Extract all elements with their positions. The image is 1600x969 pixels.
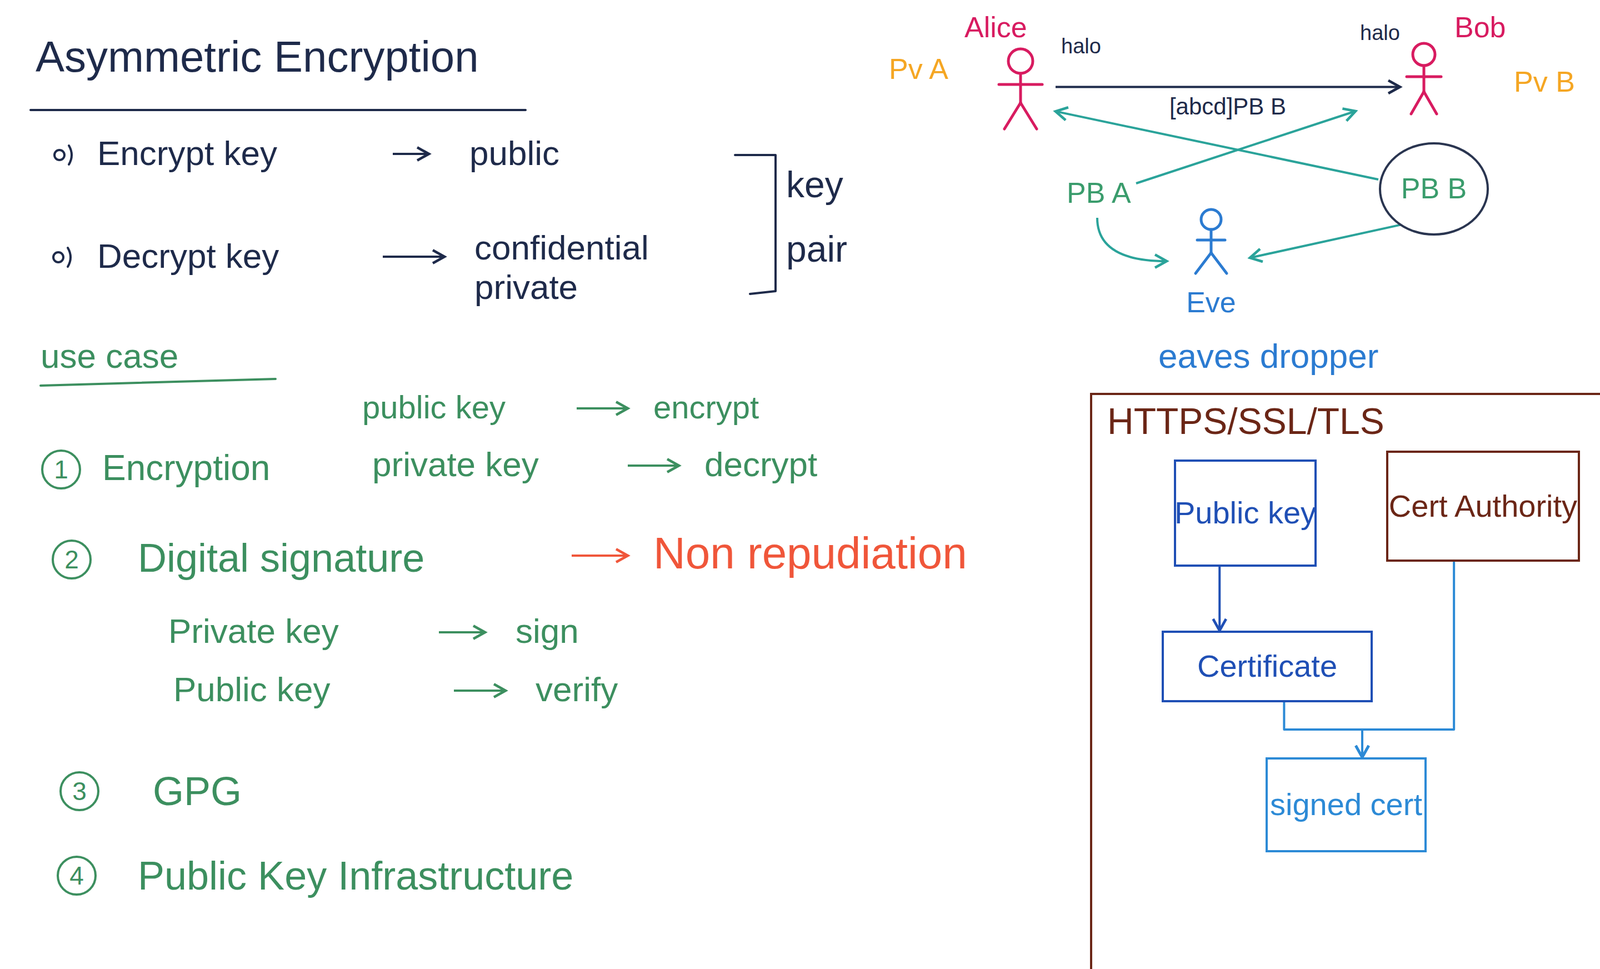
key-circle: PB B (1378, 141, 1490, 237)
node-text: PB B (1401, 172, 1468, 206)
highlight-note: Non repudiation (653, 527, 968, 579)
use-note: decrypt (704, 444, 818, 484)
alice-figure (998, 48, 1043, 129)
node-text: Cert Authority (1388, 488, 1578, 524)
greeting-note: halo (1061, 34, 1102, 59)
use-note: Private key (168, 611, 339, 651)
result-box: signed cert (1265, 757, 1427, 853)
bracket-note: key pair (786, 152, 881, 282)
title-text: Asymmetric Encryption (35, 32, 479, 83)
edge-label: [abcd]PB B (1166, 93, 1290, 120)
greeting-note: halo (1360, 21, 1400, 46)
key-term: confidential private (474, 227, 714, 308)
node-text: Eve (1172, 286, 1250, 320)
use-note: public key (362, 388, 506, 427)
use-note: private key (372, 444, 539, 484)
use-case: Public Key Infrastructure (137, 852, 574, 899)
connector (1250, 225, 1401, 258)
node-text: HTTPS/SSL/TLS (1107, 400, 1385, 443)
connector (1218, 566, 1221, 631)
callout-number: 4 (56, 855, 97, 896)
node-text: signed cert (1270, 786, 1423, 823)
bob-figure (1406, 43, 1442, 114)
person-node: Bob (1400, 11, 1512, 134)
use-note: sign (515, 611, 579, 651)
bullet (67, 247, 71, 267)
use-note: Public key (173, 669, 331, 709)
maps-to-arrow (453, 689, 506, 692)
protocol-panel: HTTPS/SSL/TLS Public key Cert AuthorityCer… (1090, 392, 1600, 969)
use-case: GPG (152, 768, 242, 815)
maps-to-arrow (392, 152, 429, 155)
use-note: encrypt (653, 388, 759, 427)
heading-underline (40, 378, 276, 386)
private-key-label: Pv B (1513, 65, 1575, 99)
connector (1362, 561, 1454, 758)
key-term: public (469, 133, 560, 173)
maps-to-arrow (627, 464, 679, 467)
node-text: Public key (1174, 495, 1317, 531)
section-heading: use case (40, 336, 179, 376)
private-key-label: Pv A (888, 52, 949, 87)
connector (1055, 85, 1400, 88)
bullet (68, 145, 72, 165)
use-case: Encryption (102, 447, 270, 489)
bracket (735, 155, 776, 294)
public-key-label: PB A (1066, 176, 1132, 210)
maps-to-arrow (571, 554, 628, 557)
circle-outline (1380, 143, 1488, 235)
person-node: Alice (961, 11, 1056, 134)
callout-number: 1 (41, 449, 82, 490)
key-share-arrow (1097, 217, 1167, 262)
role-note: eaves dropper (1158, 336, 1379, 376)
node-text: Bob (1454, 11, 1507, 45)
bullet (54, 150, 65, 160)
maps-to-arrow (576, 407, 628, 410)
connector (1055, 111, 1379, 180)
process-box: Public key (1173, 459, 1317, 567)
process-box: Certificate (1161, 630, 1373, 703)
node-text: Alice (964, 11, 1028, 45)
authority-box: Cert Authority (1386, 450, 1580, 562)
eve-figure (1195, 209, 1227, 274)
node-text: Certificate (1197, 648, 1338, 684)
maps-to-arrow (438, 631, 485, 634)
person-node: Eve (1172, 202, 1250, 325)
use-note: verify (535, 669, 618, 709)
bullet (53, 252, 64, 263)
key-term: Decrypt key (97, 236, 279, 276)
callout-number: 2 (51, 539, 92, 580)
title-underline (30, 108, 526, 112)
use-case: Digital signature (137, 535, 425, 582)
connector (1283, 702, 1363, 758)
key-share-arrow (1136, 111, 1356, 184)
key-term: Encrypt key (97, 133, 278, 173)
maps-to-arrow (382, 255, 445, 258)
callout-number: 3 (59, 771, 100, 812)
